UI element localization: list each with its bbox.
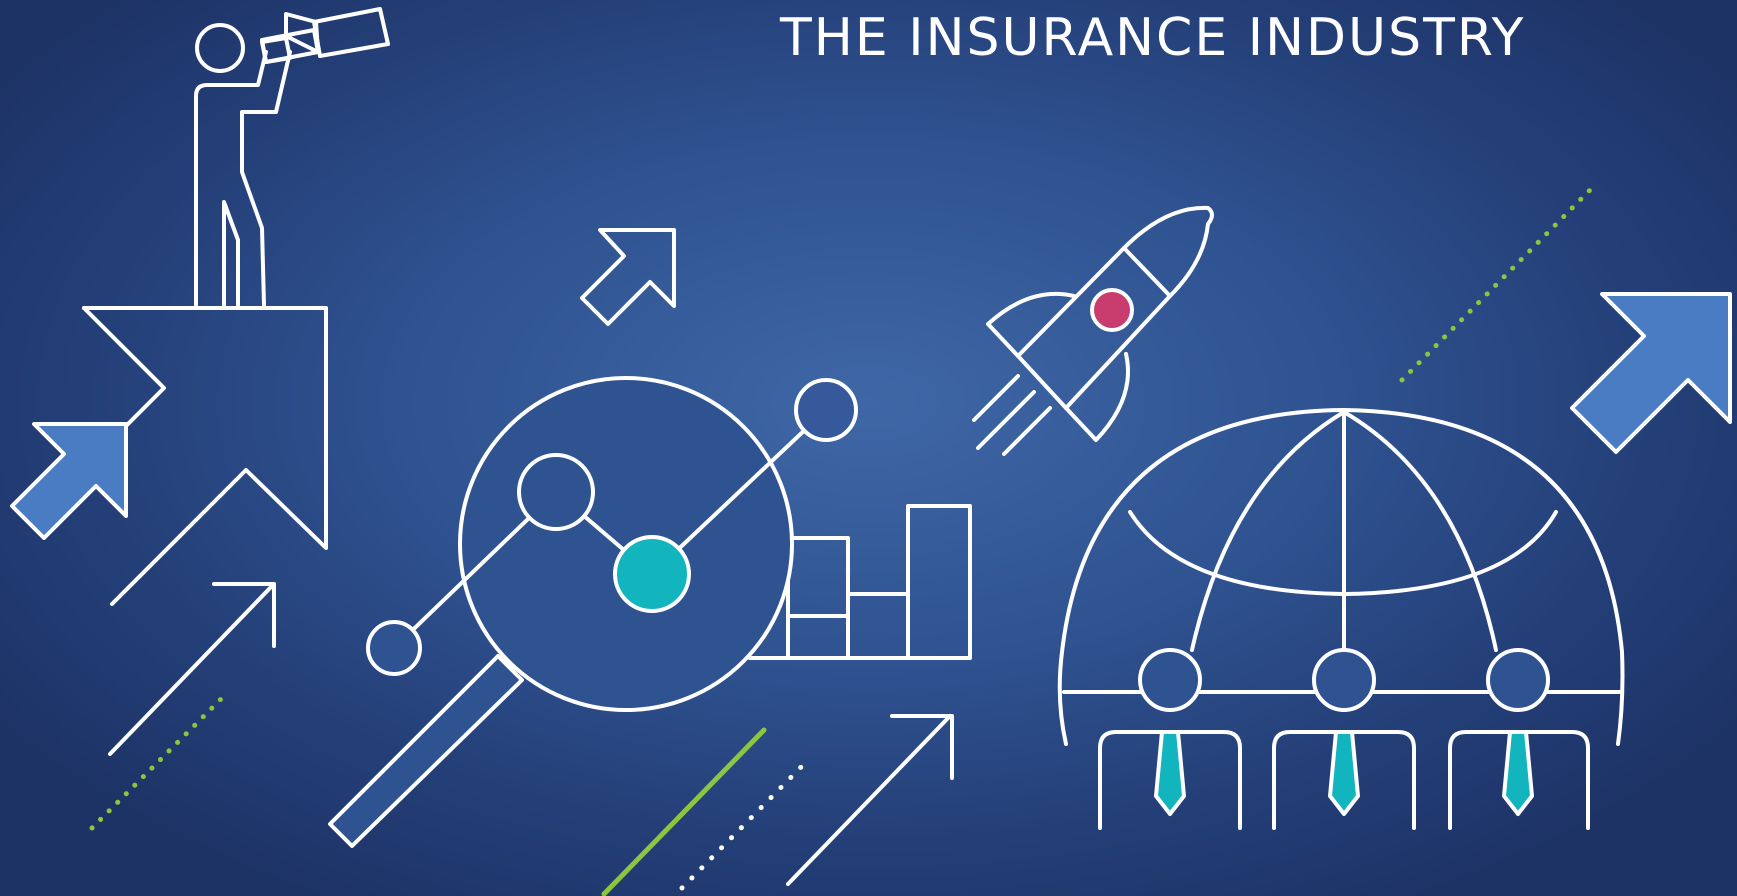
rocket-icon (972, 205, 1214, 456)
thin-arrow-icon (786, 714, 954, 886)
small-arrow-icon (580, 228, 676, 326)
line-graph-icon (366, 378, 858, 676)
dotted-line (1399, 187, 1593, 383)
business-person (1272, 648, 1416, 830)
up-arrow-icon (1570, 292, 1732, 454)
page-title: THE INSURANCE INDUSTRY (780, 8, 1526, 68)
dotted-line (89, 695, 225, 831)
person-with-telescope-icon (194, 7, 390, 307)
big-arrow-icon (82, 306, 328, 606)
business-person (1448, 648, 1590, 830)
bar-chart-icon (748, 504, 972, 660)
business-person (1098, 648, 1242, 830)
business-people-icon (1098, 648, 1590, 830)
thin-arrow-icon (108, 582, 276, 756)
dotted-line (679, 757, 811, 891)
up-arrow-icon (10, 422, 128, 540)
green-line (601, 727, 767, 896)
